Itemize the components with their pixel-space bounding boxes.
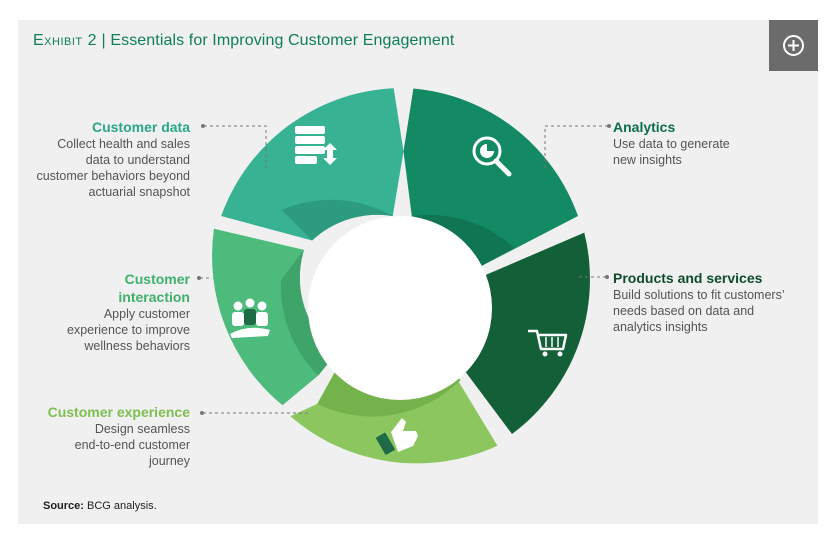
diagram-center xyxy=(308,216,492,400)
source-text: BCG analysis. xyxy=(83,500,157,512)
label-customer-interaction: Customer interaction Apply customer expe… xyxy=(67,270,190,354)
customer-experience-desc-2: end-to-end customer xyxy=(74,438,190,452)
exhibit-title: Exhibit 2 | Essentials for Improving Cus… xyxy=(33,32,454,50)
label-customer-data: Customer data Collect health and sales d… xyxy=(36,118,190,200)
customer-interaction-title-2: interaction xyxy=(118,289,190,305)
segment-analytics xyxy=(403,88,578,267)
expand-button[interactable] xyxy=(769,20,818,71)
connector-dots xyxy=(197,124,611,415)
connector-lines xyxy=(200,125,608,414)
database-icon xyxy=(295,126,337,165)
customer-data-desc-4: actuarial snapshot xyxy=(88,185,190,199)
customer-experience-title: Customer experience xyxy=(47,404,190,420)
label-analytics: Analytics Use data to generate new insig… xyxy=(613,118,730,168)
shopping-cart-icon xyxy=(528,329,568,357)
segment-customer-data xyxy=(221,88,404,241)
exhibit-title-text: Essentials for Improving Customer Engage… xyxy=(110,32,455,49)
customer-data-title: Customer data xyxy=(91,119,190,135)
source-note: Source: BCG analysis. xyxy=(43,500,157,512)
customer-data-desc-1: Collect health and sales xyxy=(57,137,190,151)
people-icon xyxy=(230,298,270,338)
products-services-desc-2: needs based on data and xyxy=(613,304,755,318)
exhibit-separator: | xyxy=(96,32,111,49)
products-services-desc-3: analytics insights xyxy=(613,320,708,334)
customer-interaction-desc-3: wellness behaviors xyxy=(84,339,190,353)
customer-experience-desc-3: journey xyxy=(149,454,190,468)
thumbs-up-icon xyxy=(376,418,418,455)
customer-interaction-desc-2: experience to improve xyxy=(67,323,190,337)
customer-experience-desc-1: Design seamless xyxy=(94,422,190,436)
products-services-desc-1: Build solutions to fit customers’ xyxy=(613,288,785,302)
analytics-title: Analytics xyxy=(613,119,676,135)
customer-interaction-title-1: Customer xyxy=(124,271,190,287)
source-label: Source: xyxy=(43,500,84,512)
analytics-desc-1: Use data to generate xyxy=(613,137,730,151)
customer-data-desc-3: customer behaviors beyond xyxy=(36,169,190,183)
plus-circle-icon xyxy=(783,35,804,56)
label-products-and-services: Products and services Build solutions to… xyxy=(613,269,785,335)
exhibit-prefix: Exhibit 2 xyxy=(33,32,97,49)
analytics-magnifier-icon xyxy=(472,136,512,177)
label-customer-experience: Customer experience Design seamless end-… xyxy=(48,403,190,469)
analytics-desc-2: new insights xyxy=(613,153,682,167)
customer-data-desc-2: data to understand xyxy=(85,153,190,167)
products-services-title: Products and services xyxy=(613,270,763,286)
customer-interaction-desc-1: Apply customer xyxy=(103,307,190,321)
